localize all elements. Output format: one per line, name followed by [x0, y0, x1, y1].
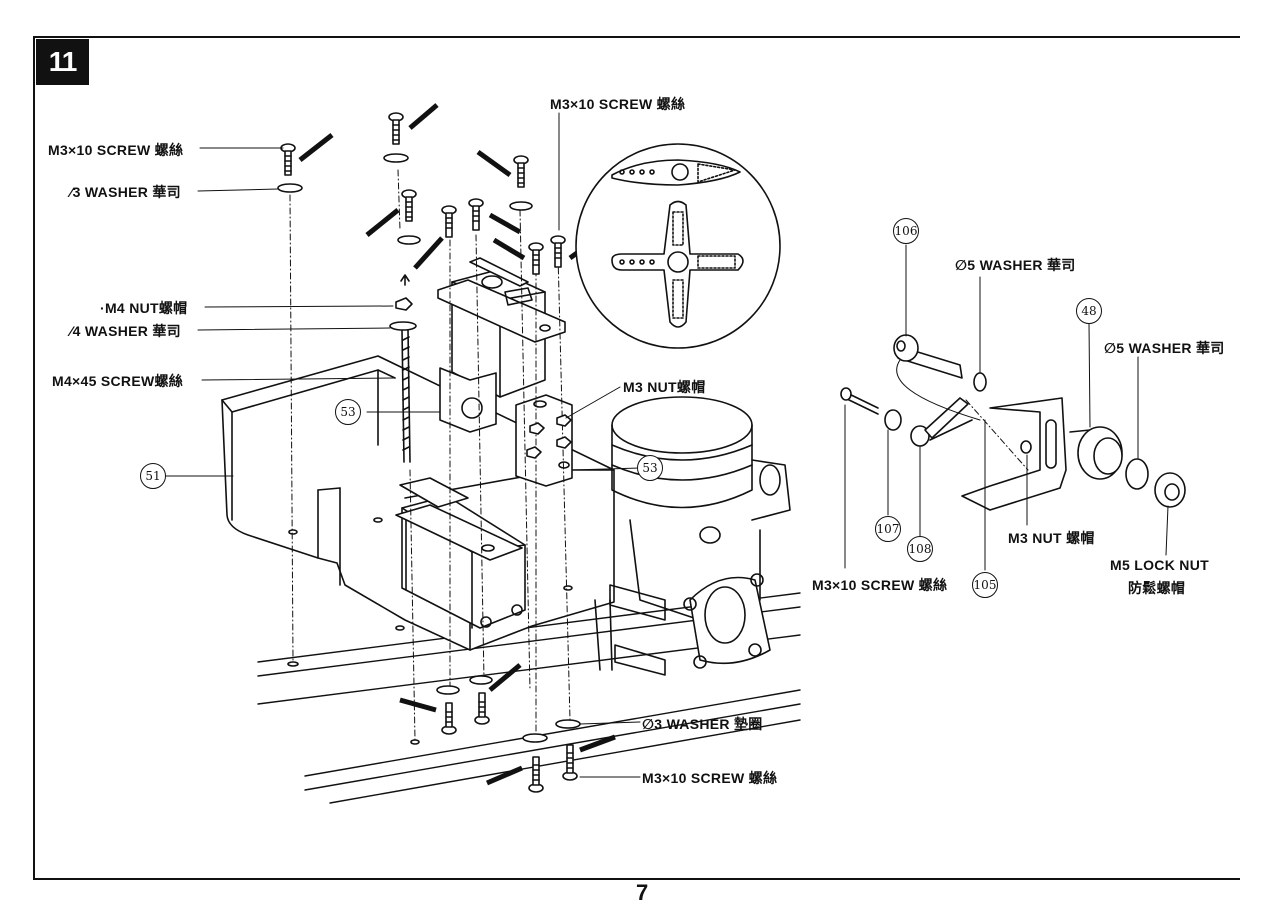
servo-lower [395, 477, 526, 629]
m4x45-screw [400, 274, 411, 463]
label-washer4: ⁄4 WASHER 華司 [70, 323, 181, 339]
screws [277, 112, 581, 793]
throttle-linkage [840, 334, 1186, 511]
label-m4x45-screw: M4×45 SCREW螺絲 [52, 373, 184, 389]
part-number-106: 106 [893, 218, 919, 244]
part-number-51: 51 [140, 463, 166, 489]
label-m3x10-screw-top-center: M3×10 SCREW 螺絲 [550, 96, 686, 112]
part-number-107: 107 [875, 516, 901, 542]
part-number-53-left: 53 [335, 399, 361, 425]
step-number-badge: 11 [36, 39, 89, 85]
label-m5-lock-nut-cn: 防鬆螺帽 [1128, 580, 1186, 596]
label-m3x10-screw-right: M3×10 SCREW 螺絲 [812, 577, 948, 593]
label-washer5-right: ∅5 WASHER 華司 [1104, 340, 1225, 356]
screwdriver-marks [298, 103, 616, 786]
leader-lines [164, 112, 1169, 778]
part-number-105: 105 [972, 572, 998, 598]
part-number-53-right: 53 [637, 455, 663, 481]
label-m3-nut-center: M3 NUT螺帽 [623, 379, 706, 395]
page-number: 7 [636, 880, 649, 905]
alignment-lines [289, 169, 571, 741]
part-number-108: 108 [907, 536, 933, 562]
page-frame [33, 36, 1240, 880]
engine [594, 396, 791, 676]
label-m3x10-screw-top-left: M3×10 SCREW 螺絲 [48, 142, 184, 158]
label-m4-nut: ·M4 NUT螺帽 [100, 300, 188, 316]
label-m3x10-screw-bottom: M3×10 SCREW 螺絲 [642, 770, 778, 786]
servo-horn-inset [575, 143, 781, 349]
label-washer3-top-left: ⁄3 WASHER 華司 [70, 184, 181, 200]
label-m3-nut-right: M3 NUT 螺帽 [1008, 530, 1095, 546]
label-m5-lock-nut: M5 LOCK NUT [1110, 557, 1209, 573]
part-number-48: 48 [1076, 298, 1102, 324]
label-washer3-bottom: ∅3 WASHER 墊圈 [642, 716, 763, 732]
label-washer5-top: ∅5 WASHER 華司 [955, 257, 1076, 273]
